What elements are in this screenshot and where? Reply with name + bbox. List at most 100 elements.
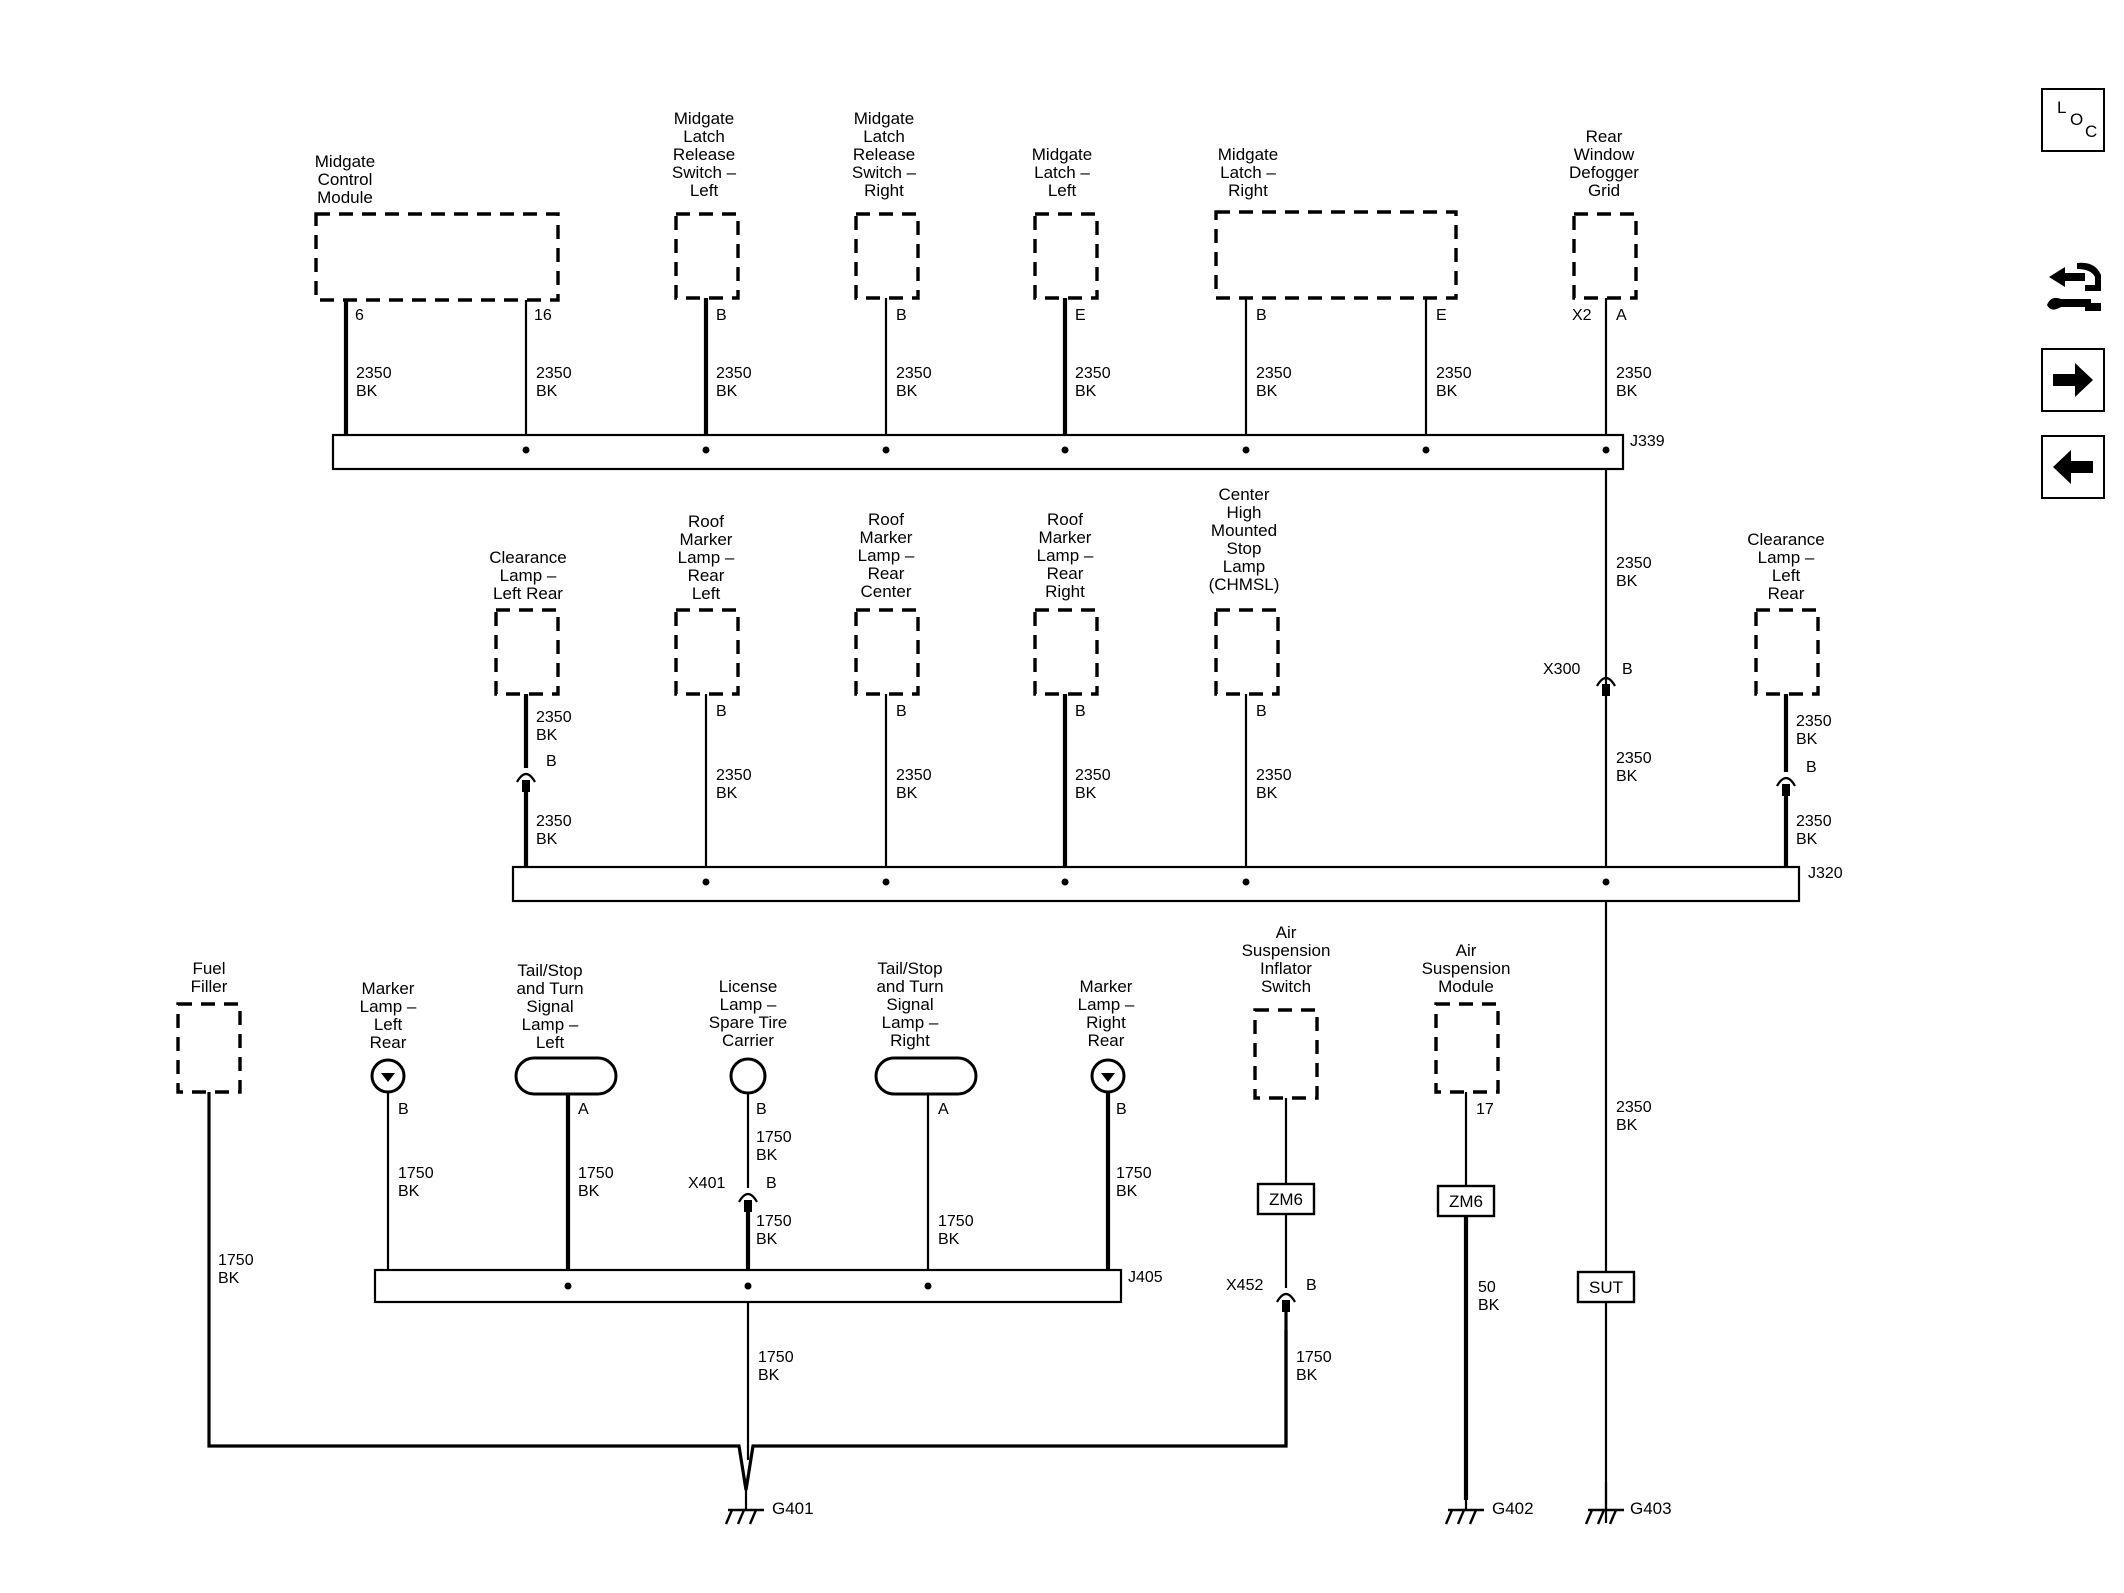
connector-clearance-l	[516, 772, 536, 783]
pin-roof_rear_center: B	[896, 703, 907, 720]
wire-mcm-16-label-circuit: 2350	[536, 365, 572, 382]
inline-zm6-a-label: ZM6	[1269, 1190, 1303, 1209]
pin-latch_release_right: B	[896, 307, 907, 324]
midgate-control-module-label-1: Control	[318, 170, 373, 189]
top-comp-latch_left-label-1: Latch –	[1034, 163, 1090, 182]
tools-icon	[2047, 262, 2101, 311]
top-comp-latch_release_right	[854, 212, 920, 300]
mid-comp-chmsl-label-1: High	[1227, 503, 1262, 522]
top-comp-latch_release_right-label-0: Midgate	[854, 109, 914, 128]
loc-letter-l: L	[2057, 98, 2067, 117]
connector-x300-pin: B	[1622, 661, 1633, 678]
midgate-control-module-label-2: Module	[317, 188, 373, 207]
mid-comp-roof_rear_right-label-4: Right	[1045, 582, 1085, 601]
j405-dot	[744, 1282, 752, 1290]
wire-trunk-label-2-circuit: 2350	[1616, 750, 1652, 767]
connector-clearance-l-pin	[522, 780, 530, 792]
ground-g403-hatch	[1584, 1509, 1594, 1525]
ground-g403-hatch	[1596, 1509, 1606, 1525]
marker-lamp-right-rear-label-1: Lamp –	[1078, 995, 1135, 1014]
wire-fuel-filler-label-circuit: 1750	[218, 1252, 254, 1269]
mid-comp-chmsl	[1214, 608, 1280, 696]
inline-zm6-b-label: ZM6	[1449, 1192, 1483, 1211]
wire-roof_rear_right-label-circuit: 2350	[1075, 767, 1111, 784]
top-comp-latch_release_right-label-3: Switch –	[852, 163, 917, 182]
j320-dot	[1061, 878, 1069, 886]
pin-tail-right: A	[938, 1101, 949, 1118]
connector-x401-pin	[744, 1200, 752, 1212]
clearance-lamp-left-rear-2-label-3: Rear	[1768, 584, 1805, 603]
marker-lamp-right-rear-symbol-head	[1101, 1073, 1115, 1082]
wire-clearance-l-label-1-circuit: 2350	[536, 709, 572, 726]
mid-comp-roof_rear_center-label-0: Roof	[868, 510, 904, 529]
wire-latch-right-e-label-circuit: 2350	[1436, 365, 1472, 382]
top-comp-latch_release_left-label-3: Switch –	[672, 163, 737, 182]
wire-fuel-filler-label-color: BK	[218, 1270, 240, 1287]
top-comp-latch_release_left	[674, 212, 740, 300]
top-comp-latch_release_left-label-2: Release	[673, 145, 735, 164]
clearance-lamp-left-rear-2-label-0: Clearance	[1747, 530, 1825, 549]
pin-defog-a: A	[1616, 307, 1627, 324]
inline-sut-label: SUT	[1589, 1278, 1623, 1297]
inline-zm6-b	[1436, 1184, 1496, 1218]
arrow-right-icon	[2053, 363, 2093, 397]
ground-g403-label: G403	[1630, 1499, 1672, 1518]
marker-lamp-left-rear-label-3: Rear	[370, 1033, 407, 1052]
mid-comp-chmsl-label-2: Mounted	[1211, 521, 1277, 540]
wire-roof_rear_left-label-color: BK	[716, 785, 738, 802]
ground-g402-hatch	[1444, 1509, 1454, 1525]
wire-tail-left-label-circuit: 1750	[578, 1165, 614, 1182]
connector-clearance-r-pin: B	[1806, 759, 1817, 776]
top-comp-latch_left-label-2: Left	[1048, 181, 1077, 200]
air-suspension-inflator-switch-label-3: Switch	[1261, 977, 1311, 996]
midgate-latch-right-label-1: Latch –	[1220, 163, 1276, 182]
connector-clearance-r-pin	[1782, 784, 1790, 796]
loc-button[interactable]: L O C	[2041, 88, 2105, 152]
tools-button[interactable]	[2041, 255, 2105, 331]
wire-latch-right-b-label-color: BK	[1256, 383, 1278, 400]
air-suspension-module	[1434, 1002, 1500, 1094]
clearance-lamp-left-rear-label-2: Left Rear	[493, 584, 563, 603]
j339-dot	[1242, 446, 1250, 454]
mid-comp-roof_rear_center-label-4: Center	[860, 582, 911, 601]
mid-comp-roof_rear_left-label-3: Rear	[688, 566, 725, 585]
wire-tail-right-label-circuit: 1750	[938, 1213, 974, 1230]
wire-clearance-l-label-1-color: BK	[536, 727, 558, 744]
wire-trunk-label-1-color: BK	[1616, 573, 1638, 590]
wire-latch_release_left-label-circuit: 2350	[716, 365, 752, 382]
ground-g402-hatch	[1456, 1509, 1466, 1525]
pin-latch-right-b: B	[1256, 307, 1267, 324]
midgate-control-module-label-0: Midgate	[315, 152, 375, 171]
splice-j405-label: J405	[1128, 1269, 1163, 1286]
marker-lamp-left-rear-label-2: Left	[374, 1015, 403, 1034]
wire-g401-label-circuit: 1750	[758, 1349, 794, 1366]
air-suspension-module-label-1: Suspension	[1422, 959, 1511, 978]
inline-sut	[1576, 1270, 1636, 1304]
j339-dot	[1602, 446, 1610, 454]
wire-clearance-r-label-1-color: BK	[1796, 731, 1818, 748]
mid-comp-roof_rear_left	[674, 608, 740, 696]
wire-latch_release_right-label-circuit: 2350	[896, 365, 932, 382]
wire-marker-right-label-color: BK	[1116, 1183, 1138, 1200]
ground-g402-hatch	[1468, 1509, 1478, 1525]
tail-lamp-right-label-2: Signal	[886, 995, 933, 1014]
wire-trunk-label-3-circuit: 2350	[1616, 1099, 1652, 1116]
wire-mcm-6-label-circuit: 2350	[356, 365, 392, 382]
tail-lamp-right-label-3: Lamp –	[882, 1013, 939, 1032]
midgate-control-module	[314, 212, 560, 302]
wire-air-module-label-circuit: 50	[1478, 1279, 1496, 1296]
pin-marker-right: B	[1116, 1101, 1127, 1118]
wire-trunk-label-2-color: BK	[1616, 768, 1638, 785]
pin-mcm-16: 16	[534, 307, 552, 324]
mid-comp-roof_rear_right-label-1: Marker	[1039, 528, 1092, 547]
j320-dot	[702, 878, 710, 886]
top-comp-latch_release_right-label-4: Right	[864, 181, 904, 200]
prev-page-button[interactable]	[2041, 435, 2105, 499]
ground-g401-hatch	[736, 1509, 746, 1525]
splice-j339-label: J339	[1630, 433, 1665, 450]
next-page-button[interactable]	[2041, 348, 2105, 412]
tail-lamp-left-label-4: Left	[536, 1033, 565, 1052]
wire-roof_rear_left-label-circuit: 2350	[716, 767, 752, 784]
wire-tail-left-label-color: BK	[578, 1183, 600, 1200]
